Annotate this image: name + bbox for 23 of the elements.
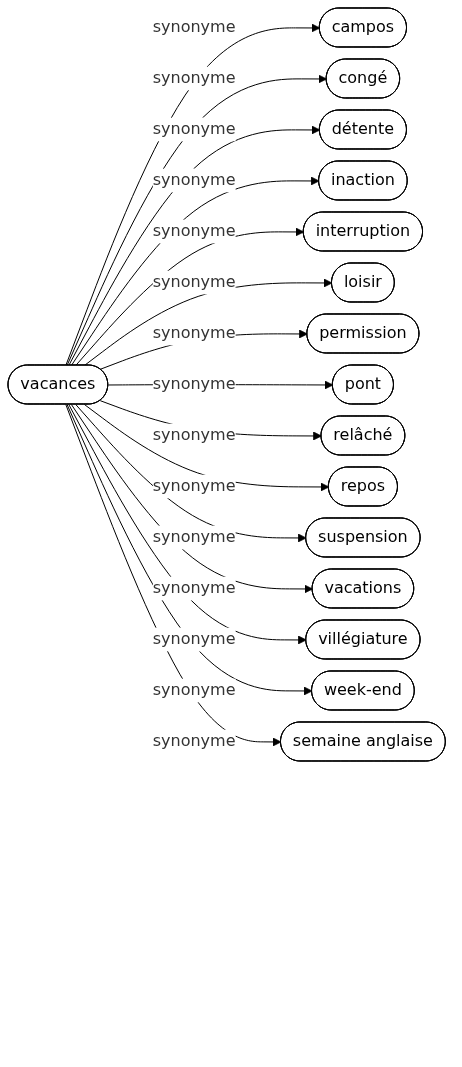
edge-label: synonyme [152, 374, 236, 394]
edge-label: synonyme [152, 221, 236, 241]
edge-label: synonyme [152, 119, 236, 139]
arrow [70, 176, 320, 366]
edge-label: synonyme [152, 425, 236, 445]
edge-label: synonyme [152, 527, 236, 547]
edge-label: synonyme [152, 272, 236, 292]
edge-label: synonyme [152, 17, 236, 37]
edge-label: synonyme [152, 578, 236, 598]
arrow [75, 227, 305, 366]
arrow [70, 404, 313, 594]
arrow [68, 404, 307, 645]
arrow [75, 404, 307, 543]
edge-label: synonyme [152, 476, 236, 496]
edge-label: synonyme [152, 170, 236, 190]
arrow [66, 74, 328, 366]
edge-label: synonyme [152, 629, 236, 649]
edge-label: synonyme [152, 323, 236, 343]
arrow [83, 404, 330, 492]
edge-label: synonyme [152, 680, 236, 700]
arrow [68, 125, 321, 366]
edge-label: synonyme [152, 68, 236, 88]
edge-label: synonyme [152, 731, 236, 751]
